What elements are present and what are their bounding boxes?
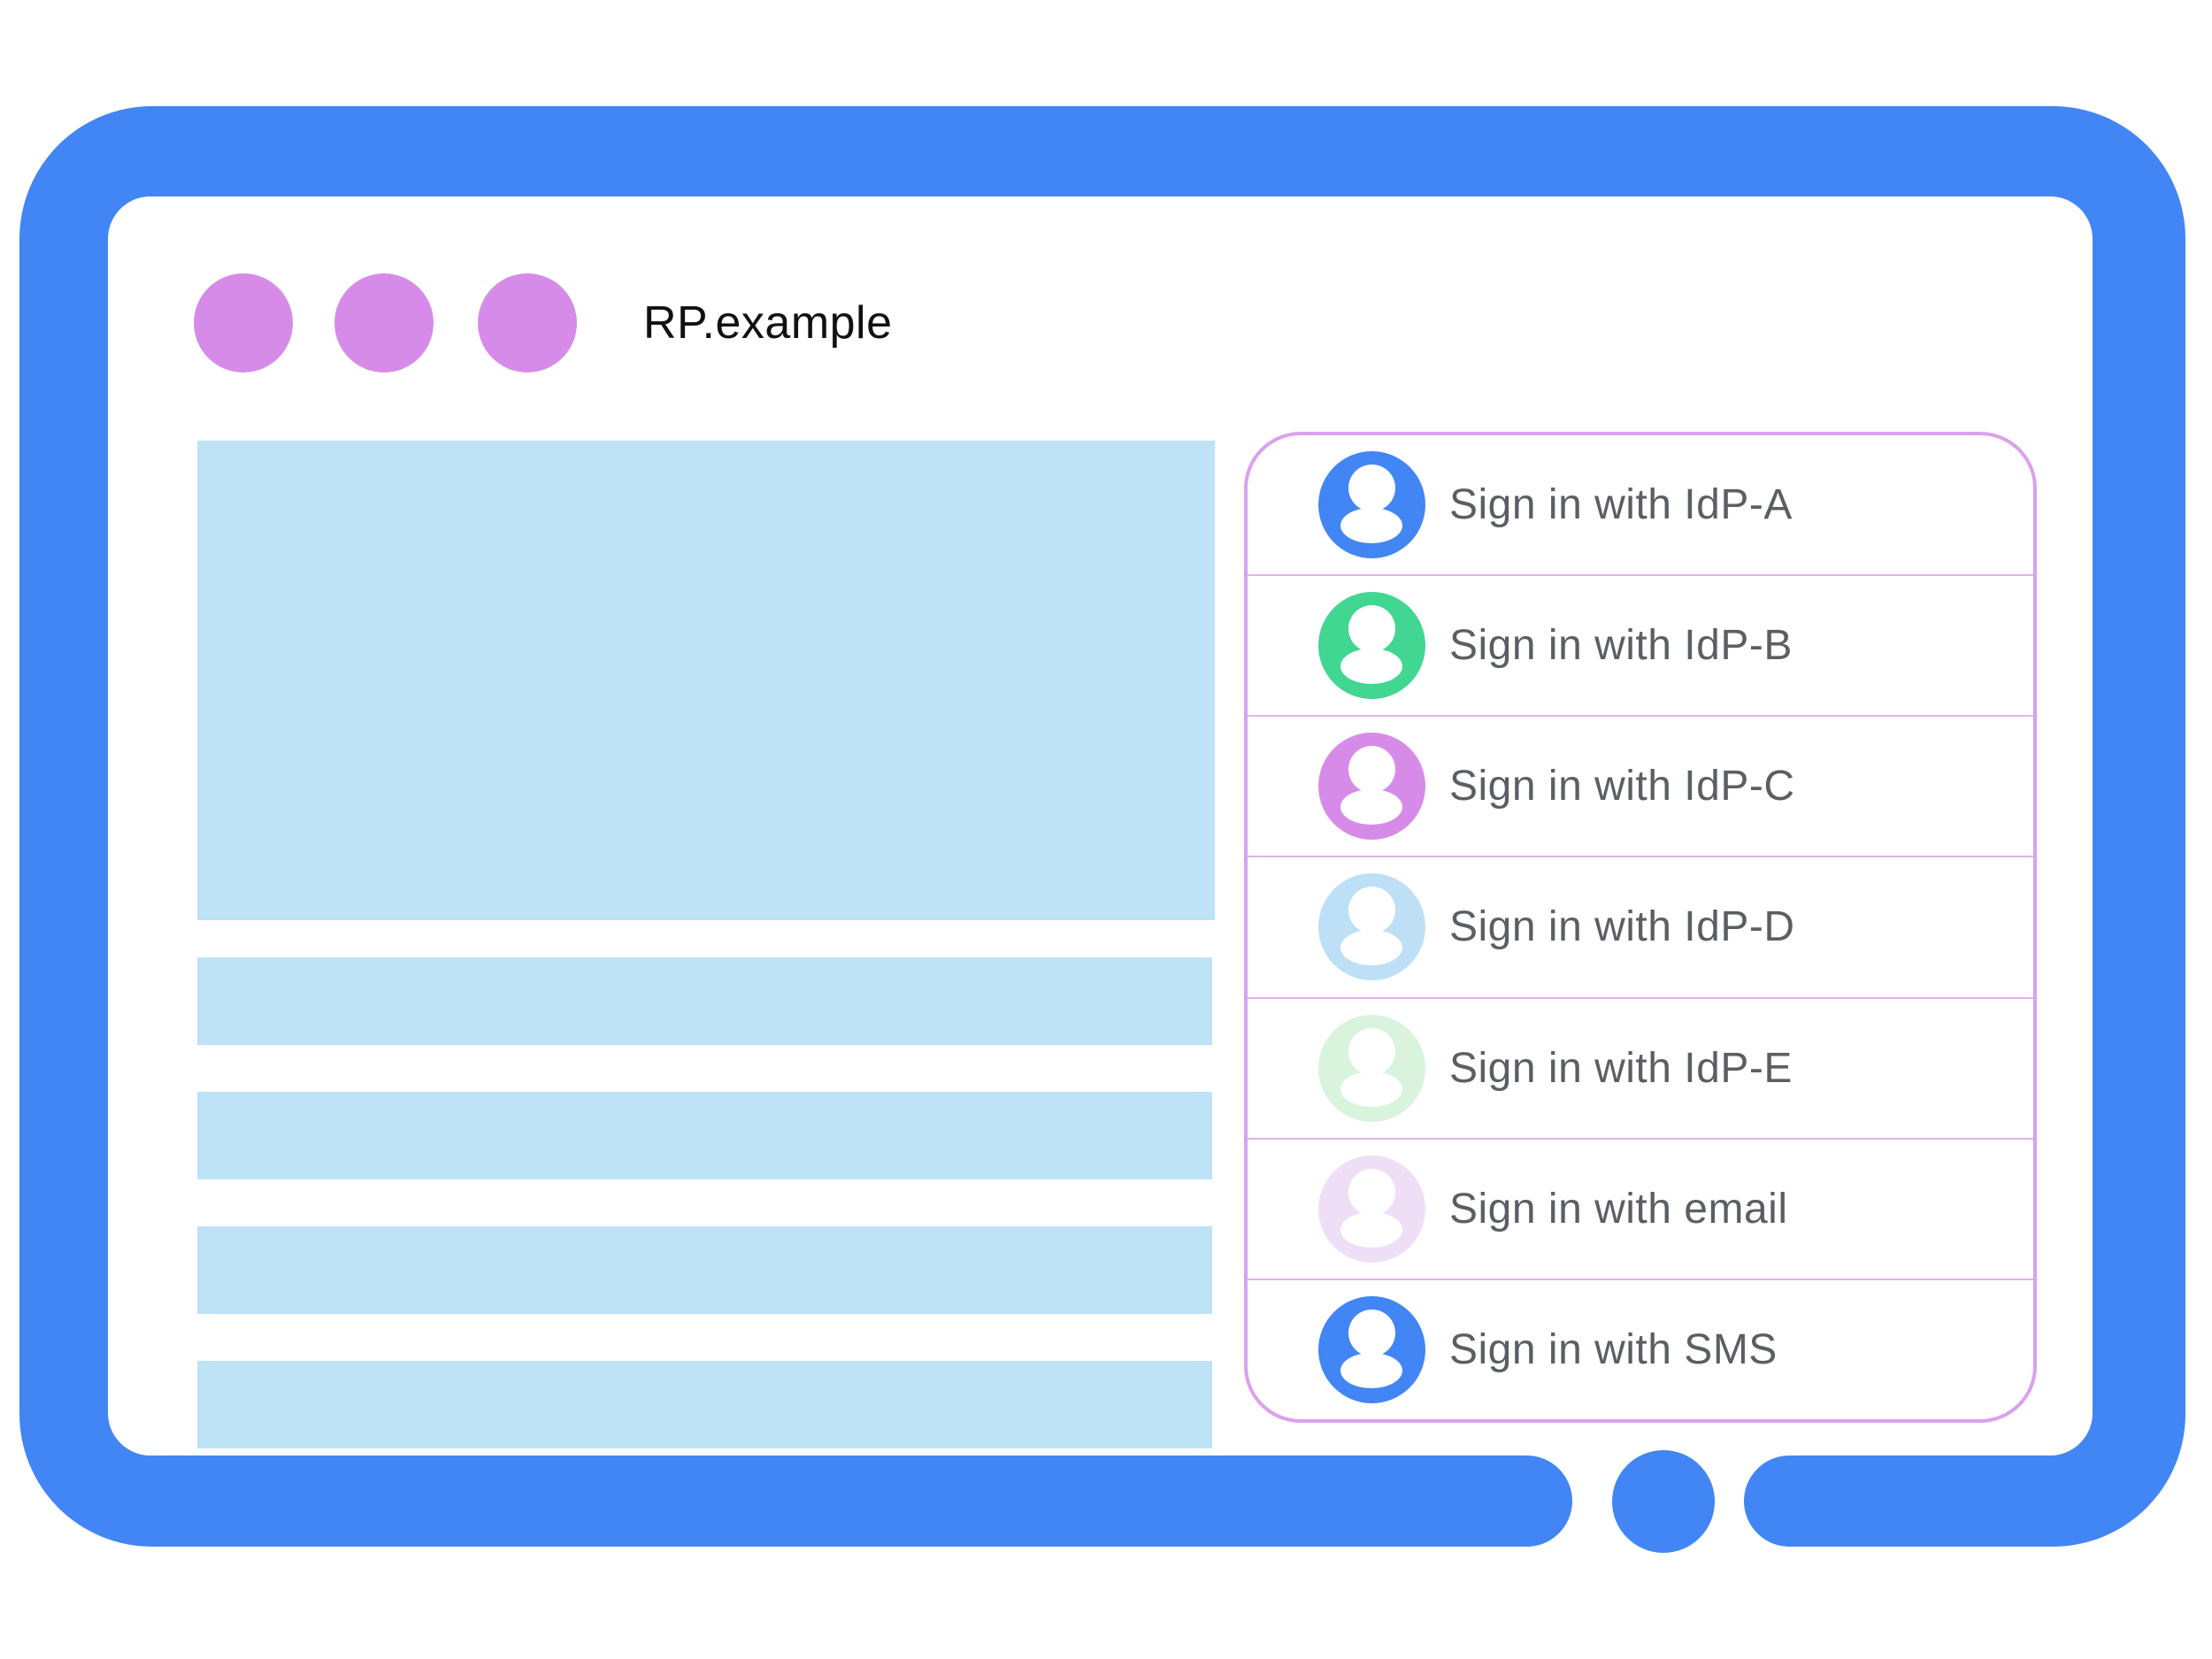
signin-option-idp-b[interactable]: Sign in with IdP-B	[1248, 574, 2033, 715]
content-placeholder-line	[197, 1361, 1212, 1448]
window-control-dot[interactable]	[478, 273, 577, 373]
signin-option-email[interactable]: Sign in with email	[1248, 1137, 2033, 1279]
signin-option-label: Sign in with IdP-B	[1449, 622, 1793, 670]
signin-option-sms[interactable]: Sign in with SMS	[1248, 1278, 2033, 1419]
account-avatar-icon	[1318, 873, 1425, 981]
content-placeholder-line	[197, 1092, 1212, 1179]
account-avatar-icon	[1318, 733, 1425, 841]
account-avatar-icon	[1318, 1014, 1425, 1122]
account-avatar-icon	[1318, 1295, 1425, 1403]
home-button[interactable]	[1612, 1450, 1715, 1553]
account-avatar-icon	[1318, 592, 1425, 700]
signin-option-label: Sign in with IdP-C	[1449, 763, 1795, 810]
content-placeholder-line	[197, 957, 1212, 1045]
signin-option-label: Sign in with email	[1449, 1185, 1788, 1233]
signin-option-label: Sign in with SMS	[1449, 1325, 1778, 1373]
signin-option-idp-e[interactable]: Sign in with IdP-E	[1248, 996, 2033, 1138]
signin-option-idp-d[interactable]: Sign in with IdP-D	[1248, 856, 2033, 996]
signin-option-idp-c[interactable]: Sign in with IdP-C	[1248, 715, 2033, 856]
window-control-dot[interactable]	[334, 273, 434, 373]
frame-bottom-bar-right-end	[1744, 1455, 1858, 1547]
window-control-dot[interactable]	[194, 273, 293, 373]
signin-option-label: Sign in with IdP-E	[1449, 1044, 1793, 1092]
account-avatar-icon	[1318, 451, 1425, 559]
frame-bottom-bar-left-end	[1460, 1455, 1572, 1547]
content-placeholder-hero	[197, 441, 1215, 920]
signin-option-label: Sign in with IdP-A	[1449, 481, 1793, 529]
signin-panel: Sign in with IdP-A Sign in with IdP-B Si…	[1244, 432, 2037, 1423]
page-title: RP.example	[643, 297, 893, 349]
content-placeholder-line	[197, 1226, 1212, 1314]
account-avatar-icon	[1318, 1155, 1425, 1263]
signin-option-label: Sign in with IdP-D	[1449, 903, 1795, 951]
signin-option-idp-a[interactable]: Sign in with IdP-A	[1248, 435, 2033, 574]
